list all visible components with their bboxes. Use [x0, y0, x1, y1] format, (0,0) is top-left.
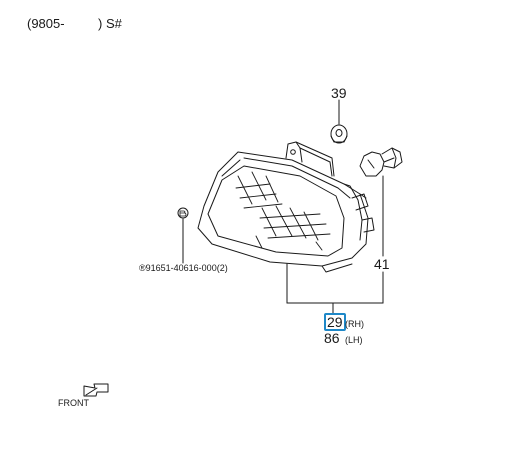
lens-pattern: [235, 171, 331, 251]
rh-side-label: (RH): [345, 319, 364, 329]
front-arrow-icon: [83, 383, 109, 397]
callout-headlamp-lh[interactable]: 86: [324, 330, 340, 346]
bulb-part: [359, 147, 403, 257]
serial-number-label: ) S#: [98, 16, 122, 31]
screw-part: [177, 207, 189, 264]
lh-side-label: (LH): [345, 335, 363, 345]
headlamp-housing: [197, 141, 375, 273]
callout-grommet[interactable]: 39: [331, 85, 347, 101]
callout-headlamp-rh[interactable]: 29: [324, 313, 346, 331]
front-direction-label: FRONT: [58, 398, 89, 408]
assembly-leader: [286, 263, 384, 314]
grommet-part: [330, 99, 348, 144]
callout-bulb[interactable]: 41: [374, 256, 390, 272]
model-range-label: (9805-: [27, 16, 65, 31]
screw-part-number[interactable]: ®91651-40616-000(2): [139, 263, 228, 273]
